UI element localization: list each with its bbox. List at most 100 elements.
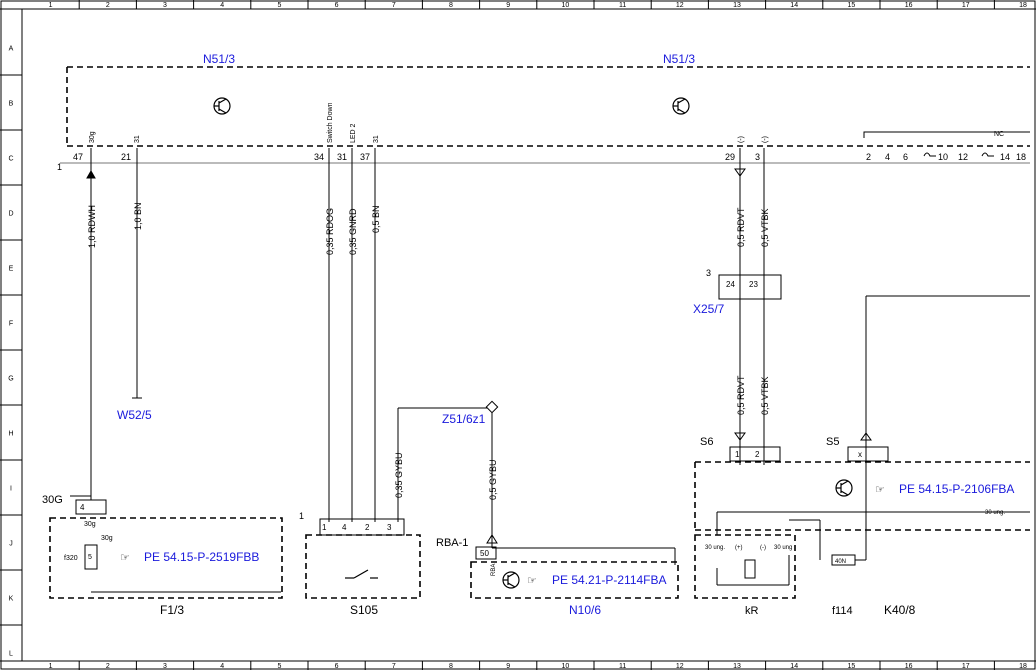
x25-label: X25/7 — [693, 302, 725, 316]
pin-10: 10 — [938, 152, 948, 162]
pin-14: 14 — [1000, 152, 1010, 162]
f1-pin-4: 4 — [80, 503, 85, 512]
row-label: I — [10, 486, 12, 493]
row-label: J — [9, 541, 13, 548]
column-ticks — [78, 0, 995, 670]
column-label: 17 — [962, 2, 970, 9]
column-label: 14 — [790, 2, 798, 9]
wire-label-3: 0,35 RDOG — [325, 208, 335, 255]
row-label: G — [8, 376, 13, 383]
rba-pin-50: 50 — [480, 549, 489, 558]
transistor-icon — [672, 97, 690, 115]
fuse-symbol — [70, 495, 107, 570]
column-label: 9 — [506, 663, 510, 670]
w52-label: W52/5 — [117, 408, 152, 422]
transistor-icon — [835, 479, 853, 497]
row-label: K — [9, 596, 14, 603]
pin-37: 37 — [360, 152, 370, 162]
wire-label-10: 0,35 GYBU — [394, 452, 404, 498]
switch-icon — [345, 569, 378, 579]
k40-label: K40/8 — [884, 603, 916, 617]
lbl-rba-pin: RBA — [491, 564, 497, 576]
lbl-30ung-b: 30 ung. — [705, 545, 725, 551]
pin-31: 31 — [337, 152, 347, 162]
row-ticks — [0, 74, 22, 626]
pin-left-one: 1 — [57, 162, 62, 172]
s5-pin-x: x — [858, 450, 862, 459]
n51-label-left: N51/3 — [203, 52, 235, 66]
s105-pin-1: 1 — [322, 523, 327, 532]
column-label: 3 — [163, 663, 167, 670]
lbl-plus: (+) — [735, 545, 743, 551]
s6-pin-2: 2 — [755, 450, 760, 459]
column-label: 16 — [905, 2, 913, 9]
pin-name-30g: 30g — [89, 131, 96, 143]
column-label: 11 — [619, 663, 626, 670]
row-label: C — [8, 156, 13, 163]
pin-name-minus1: (-) — [738, 136, 745, 143]
pin-nc: NC — [994, 131, 1004, 138]
column-label: 9 — [506, 2, 510, 9]
column-label: 2 — [106, 2, 110, 9]
n51-label-right: N51/3 — [663, 52, 695, 66]
pin-6: 6 — [903, 152, 908, 162]
column-label: 3 — [163, 2, 167, 9]
x25-connector — [718, 274, 782, 300]
row-label: L — [9, 651, 13, 658]
s105-pin-4: 4 — [342, 523, 347, 532]
s105-pin-3: 3 — [387, 523, 392, 532]
column-label: 6 — [335, 2, 339, 9]
wire-label-5: 0,5 BN — [371, 205, 381, 233]
kr-label: kR — [745, 605, 759, 617]
column-label: 18 — [1019, 2, 1027, 9]
pin-name-minus2: (-) — [762, 136, 769, 143]
column-label: 17 — [962, 663, 970, 670]
column-label: 12 — [676, 663, 684, 670]
s105-pin-2: 2 — [365, 523, 370, 532]
pin-name-31b: 31 — [373, 135, 380, 143]
column-label: 14 — [790, 663, 798, 670]
pin-29: 29 — [725, 152, 735, 162]
column-label: 18 — [1019, 663, 1027, 670]
wire-label-8: 0,5 RDVT — [736, 375, 746, 415]
wire-label-6: 0,5 RDVT — [736, 207, 746, 247]
column-label: 13 — [733, 2, 741, 9]
kr-module-box — [694, 446, 1030, 599]
x25-pin-24: 24 — [726, 280, 735, 289]
ref-icon-f1: ☞ — [120, 552, 130, 564]
lbl-fuse5: 5 — [88, 554, 92, 561]
column-label: 4 — [220, 2, 224, 9]
column-label: 10 — [562, 663, 570, 670]
wire-set — [86, 148, 1030, 593]
column-label: 13 — [733, 663, 741, 670]
column-label: 8 — [449, 663, 453, 670]
column-label: 7 — [392, 663, 396, 670]
column-label: 12 — [676, 2, 684, 9]
pin-4: 4 — [885, 152, 890, 162]
s6-pin-1: 1 — [735, 450, 740, 459]
column-label: 7 — [392, 2, 396, 9]
column-label: 16 — [905, 663, 913, 670]
wire-label-9: 0,5 VTBK — [760, 376, 770, 415]
pin-name-switch-down: Switch Down — [327, 102, 334, 143]
row-label: B — [9, 101, 14, 108]
row-label: F — [9, 321, 13, 328]
transistor-icon — [502, 571, 520, 589]
column-label: 10 — [562, 2, 570, 9]
wire-label-1: 1,0 RDWH — [87, 205, 97, 248]
s105-lead-1: 1 — [299, 511, 304, 521]
ref-f1: PE 54.15-P-2519FBB — [144, 550, 259, 564]
lbl-30g-b: 30g — [101, 535, 113, 542]
n10-label: N10/6 — [569, 603, 601, 617]
nc-bracket — [863, 131, 1030, 157]
pin-name-31a: 31 — [134, 135, 141, 143]
column-label: 15 — [848, 2, 856, 9]
pin-47: 47 — [73, 152, 83, 162]
lbl-40n: 40N — [835, 559, 846, 565]
column-label: 4 — [220, 663, 224, 670]
pin-12: 12 — [958, 152, 968, 162]
